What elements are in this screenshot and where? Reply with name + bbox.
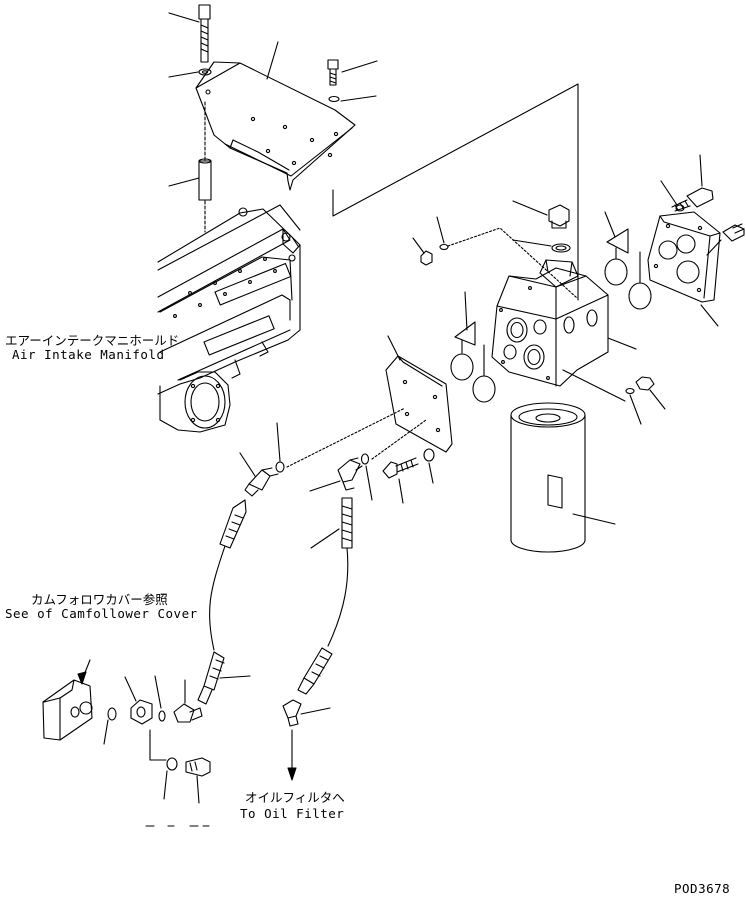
bracket-bolt bbox=[327, 59, 378, 86]
oil-filter-label-jp: オイルフィルタへ bbox=[245, 790, 345, 805]
air-intake-label-en: Air Intake Manifold bbox=[12, 347, 165, 362]
drawing-number: POD3678 bbox=[674, 881, 731, 896]
camfollower-label-jp: カムフォロワカバー参照 bbox=[31, 592, 168, 607]
cover-fitting bbox=[706, 223, 745, 256]
connector-o-ring bbox=[154, 675, 166, 722]
connector-elbow bbox=[173, 679, 203, 723]
cover-bolt bbox=[660, 154, 714, 212]
camfollower-label-en: See of Camfollower Cover bbox=[5, 606, 198, 621]
plug-gasket bbox=[512, 239, 571, 253]
head-o-rings-left bbox=[450, 291, 496, 403]
plate-o-ring-right bbox=[360, 453, 373, 501]
mounting-bracket bbox=[195, 41, 356, 191]
air-intake-label-jp: エアーインテークマニホールド bbox=[5, 333, 180, 348]
camfollower-cover bbox=[42, 659, 93, 741]
drain-plug bbox=[512, 200, 570, 229]
adapter-plate bbox=[286, 335, 453, 468]
bracket-washer bbox=[328, 95, 377, 103]
connector-washer bbox=[163, 757, 178, 800]
lower-elbow-fitting bbox=[282, 699, 331, 781]
filter-head-nut bbox=[412, 216, 578, 299]
head-side-nut bbox=[562, 369, 666, 425]
filter-head-cover bbox=[647, 211, 721, 327]
plate-bolt bbox=[382, 448, 435, 504]
bracket-reference-line bbox=[332, 83, 579, 301]
hose-left bbox=[197, 499, 251, 705]
top-long-bolt bbox=[168, 4, 211, 63]
elbow-fitting-left bbox=[239, 452, 279, 497]
head-o-rings-right bbox=[604, 211, 652, 310]
elbow-fitting-right bbox=[309, 457, 363, 492]
camfollower-o-ring bbox=[103, 707, 117, 745]
oil-filter-cartridge bbox=[510, 402, 616, 553]
hose-right bbox=[297, 497, 353, 695]
connector-block bbox=[124, 676, 167, 761]
connector-bolt bbox=[185, 757, 211, 804]
air-intake-manifold bbox=[157, 204, 301, 433]
filter-head bbox=[491, 259, 637, 387]
plate-o-ring-left bbox=[275, 422, 285, 473]
oil-filter-label-en: To Oil Filter bbox=[240, 806, 345, 821]
spacer-tube bbox=[168, 101, 212, 233]
